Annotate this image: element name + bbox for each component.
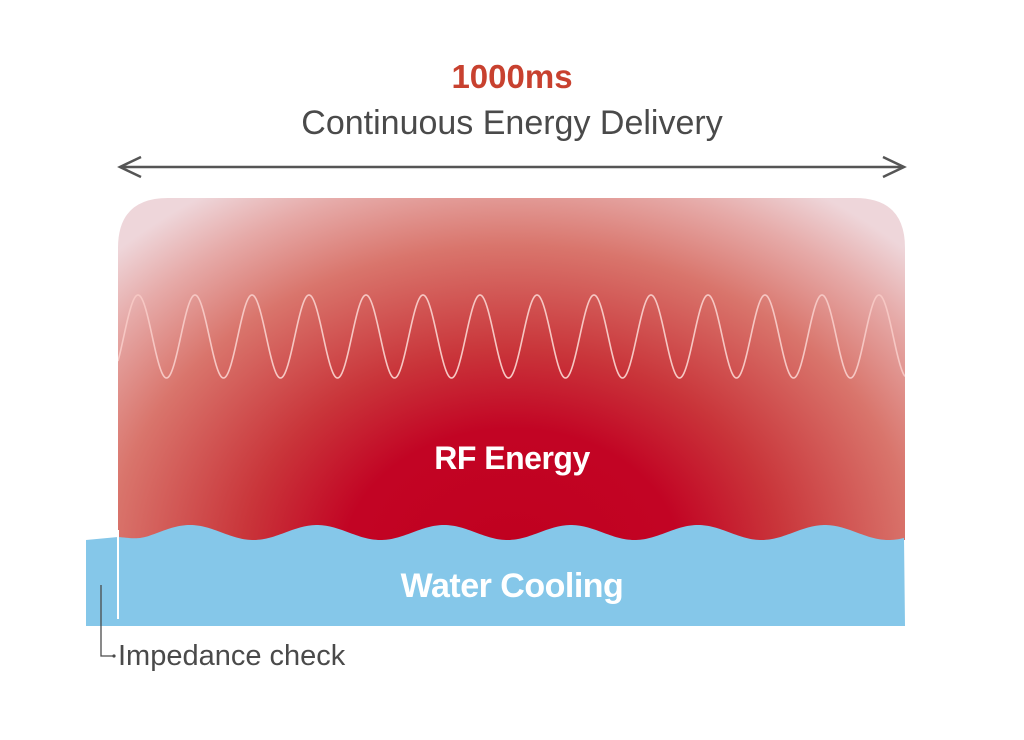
water-cooling-label: Water Cooling bbox=[400, 567, 624, 605]
impedance-leader-line bbox=[100, 585, 113, 657]
span-arrow-icon bbox=[117, 155, 907, 179]
rf-energy-label: RF Energy bbox=[434, 440, 590, 476]
water-cooling-zone bbox=[86, 525, 905, 626]
impedance-check-label: Impedance check bbox=[118, 640, 346, 672]
impedance-leader-dot bbox=[112, 654, 116, 658]
rf-energy-zone bbox=[118, 198, 905, 540]
delivery-title: Continuous Energy Delivery bbox=[301, 104, 723, 142]
duration-label: 1000ms bbox=[451, 58, 573, 95]
rf-waveform-icon bbox=[118, 294, 905, 379]
